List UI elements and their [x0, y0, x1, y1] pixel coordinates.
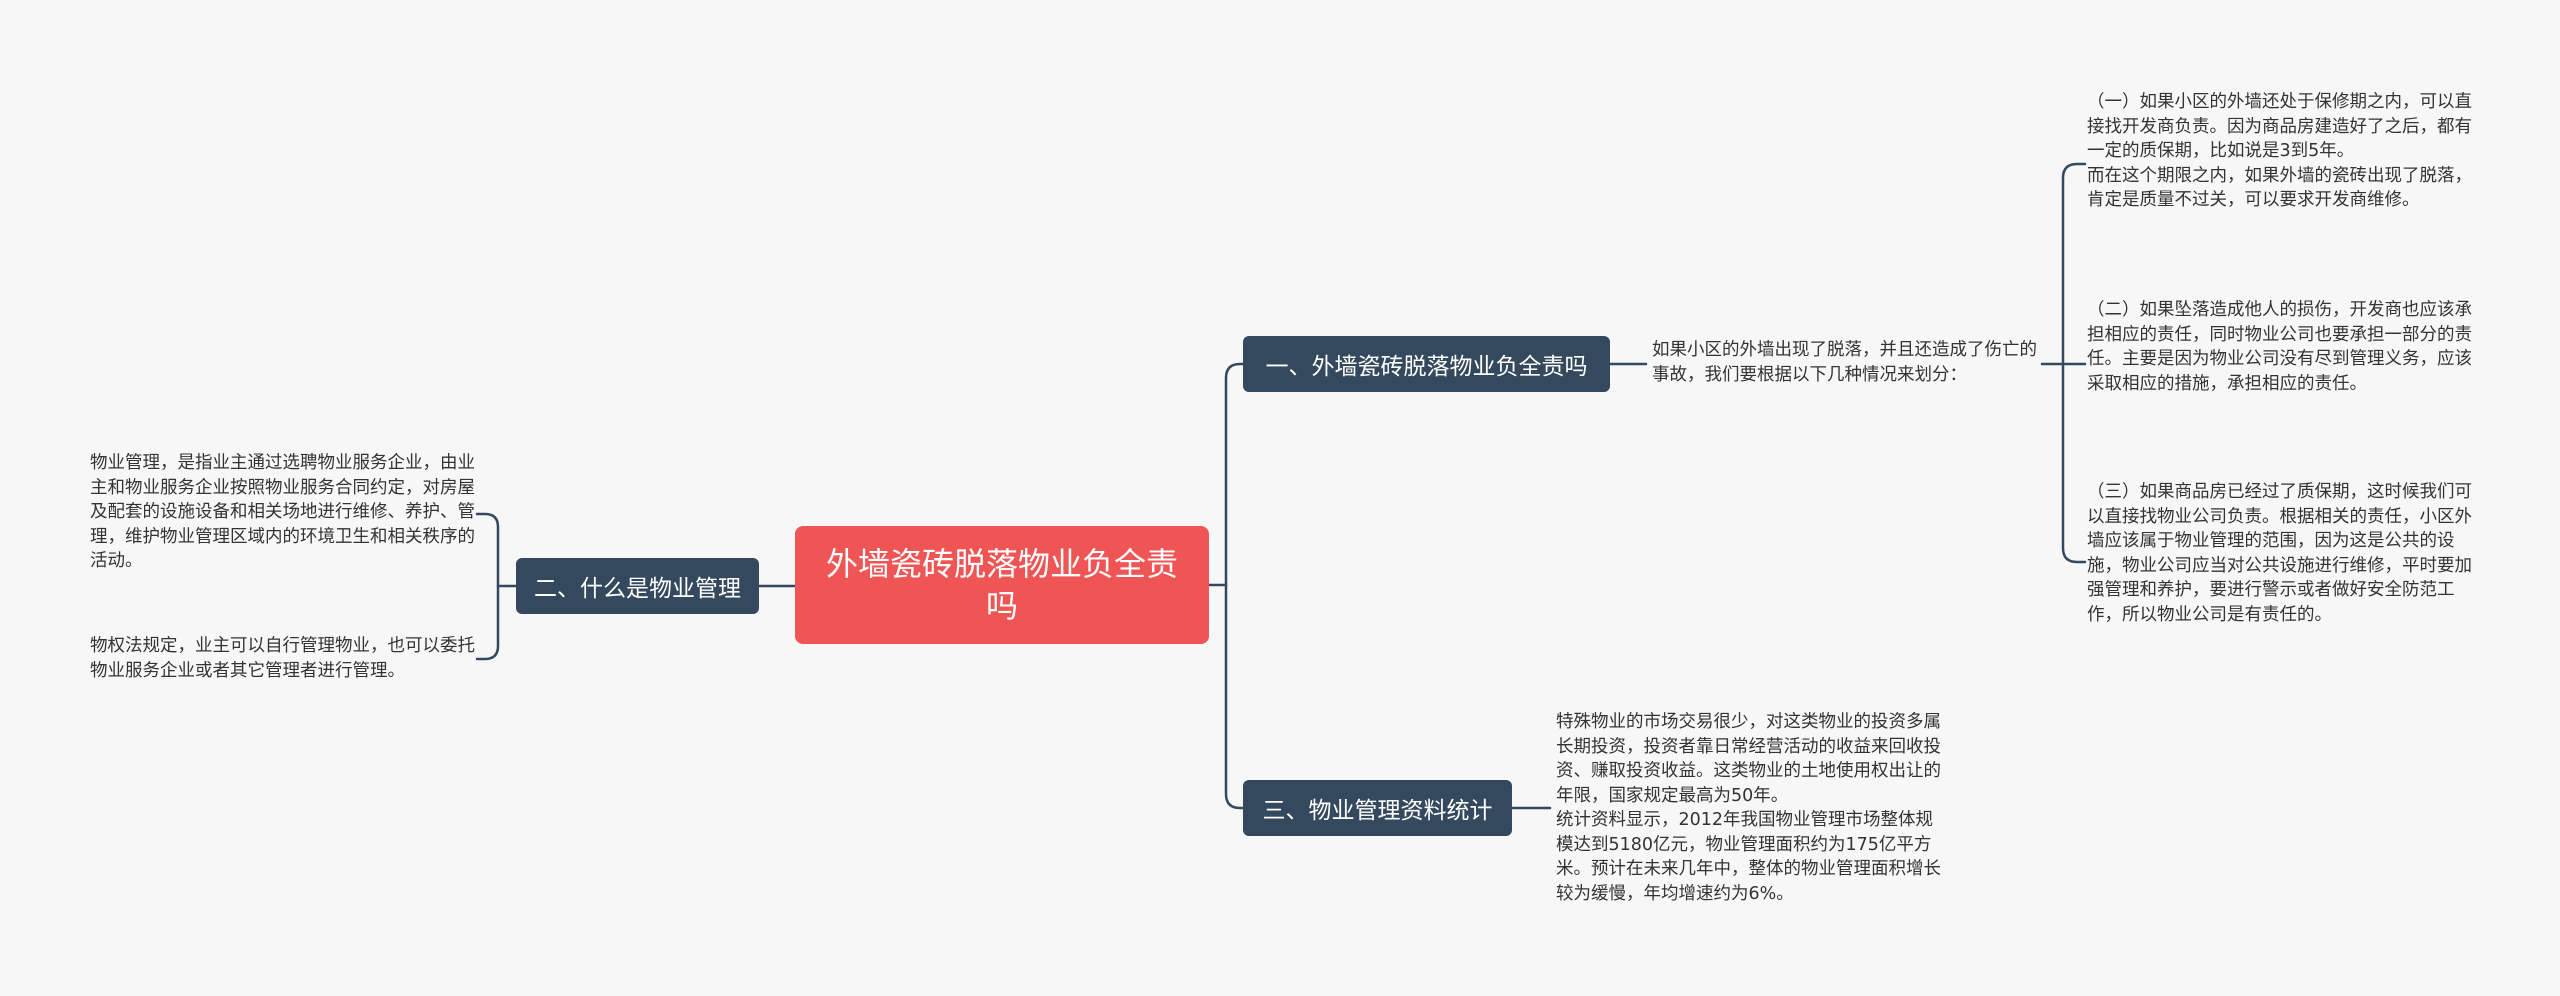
case-injury-liability-text: （二）如果坠落造成他人的损伤，开发商也应该承担相应的责任，同时物业公司也要承担一…	[2087, 300, 2472, 394]
branch-statistics[interactable]: 三、物业管理资料统计	[1243, 780, 1512, 836]
definition-text: 物业管理，是指业主通过选聘物业服务企业，由业主和物业服务企业按照物业服务合同约定…	[90, 453, 475, 571]
root-topic-label: 外墙瓷砖脱落物业负全责吗	[825, 545, 1178, 625]
responsibility-intro-text: 如果小区的外墙出现了脱落，并且还造成了伤亡的事故，我们要根据以下几种情况来划分：	[1652, 340, 2037, 385]
root-topic[interactable]: 外墙瓷砖脱落物业负全责吗	[795, 526, 1209, 644]
connector-case-a	[2061, 162, 2087, 366]
branch-what-is-property-management[interactable]: 二、什么是物业管理	[516, 558, 759, 614]
connector-case-c	[2061, 362, 2087, 564]
connector-leaf-def	[475, 512, 500, 588]
branch-responsibility[interactable]: 一、外墙瓷砖脱落物业负全责吗	[1243, 336, 1610, 392]
branch-statistics-label: 三、物业管理资料统计	[1262, 798, 1493, 824]
connector-root-b3	[1224, 583, 1245, 810]
branch-what-is-label: 二、什么是物业管理	[534, 576, 741, 602]
case-warranty-period-text: （一）如果小区的外墙还处于保修期之内，可以直接找开发商负责。因为商品房建造好了之…	[2087, 92, 2472, 210]
statistics-text: 特殊物业的市场交易很少，对这类物业的投资多属长期投资，投资者靠日常经营活动的收益…	[1556, 712, 1941, 904]
property-law-text: 物权法规定，业主可以自行管理物业，也可以委托物业服务企业或者其它管理者进行管理。	[90, 636, 475, 681]
branch-responsibility-label: 一、外墙瓷砖脱落物业负全责吗	[1265, 354, 1588, 380]
case-after-warranty-text: （三）如果商品房已经过了质保期，这时候我们可以直接找物业公司负责。根据相关的责任…	[2087, 482, 2472, 625]
connector-leaf-law	[475, 584, 500, 661]
connector-root-b1	[1207, 362, 1245, 587]
